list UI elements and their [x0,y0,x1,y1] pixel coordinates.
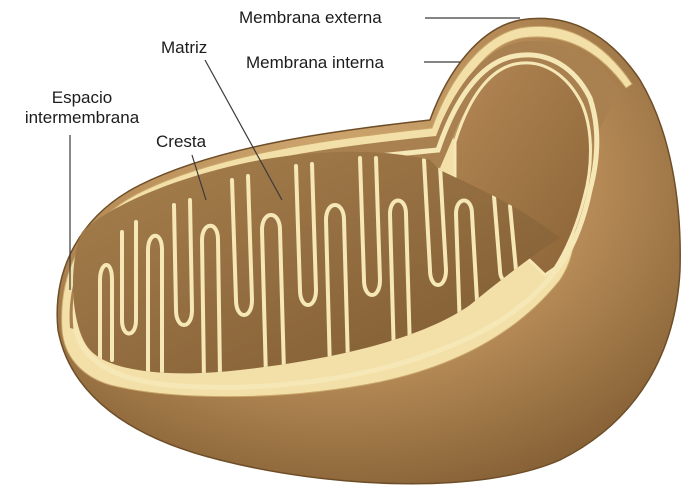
label-intermembrane-line1: Espacio [2,88,162,108]
label-matrix: Matriz [161,38,207,58]
label-intermembrane-space: Espacio intermembrana [2,88,162,128]
label-outer-membrane: Membrana externa [239,8,382,28]
label-intermembrane-line2: intermembrana [2,108,162,128]
label-inner-membrane: Membrana interna [246,53,384,73]
label-crista: Cresta [156,132,206,152]
